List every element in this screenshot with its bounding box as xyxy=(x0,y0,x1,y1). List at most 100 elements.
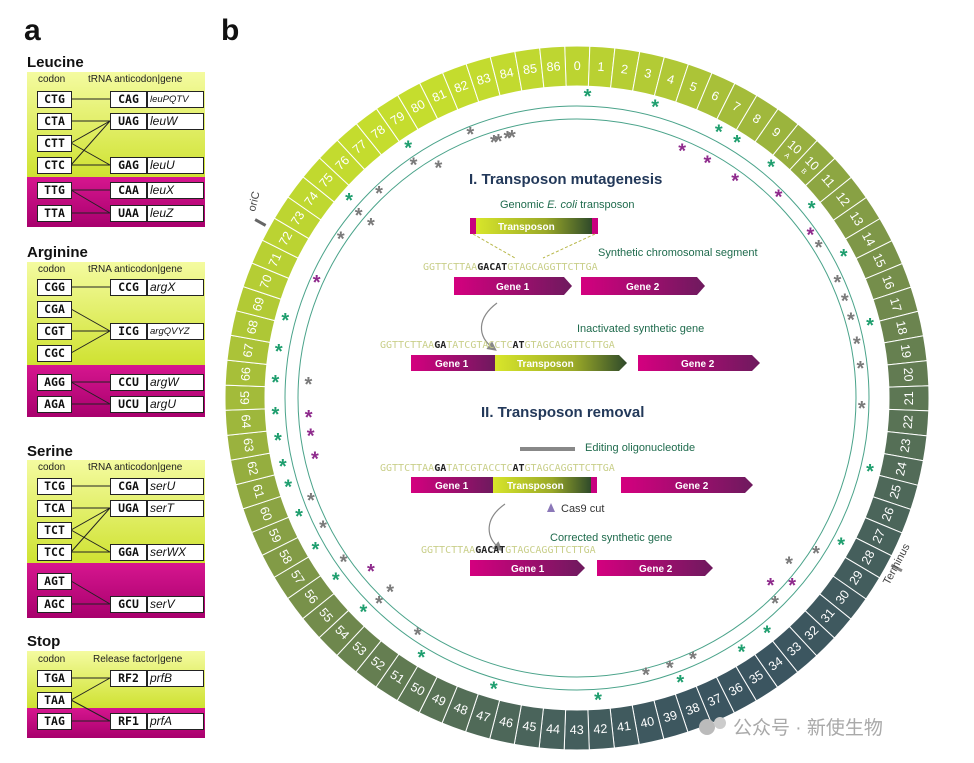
transposon-end-right xyxy=(592,218,598,234)
gene-marker-star: * xyxy=(272,372,280,394)
gene-marker-star: * xyxy=(311,449,319,471)
gene1-arrow xyxy=(454,277,572,295)
gene-marker-star: * xyxy=(312,539,320,561)
gene-box: argU xyxy=(147,396,204,413)
ring-segment-label: 72 xyxy=(276,229,295,248)
gene-marker-star: * xyxy=(584,86,592,108)
gene1-label: Gene 1 xyxy=(496,282,530,293)
gene-marker-star: * xyxy=(414,624,422,646)
serine-header-codon: codon xyxy=(38,462,66,473)
ring-segment-label: 5 xyxy=(688,79,699,95)
gene-marker-star: * xyxy=(642,665,650,687)
ring-segment-label: 65 xyxy=(238,391,252,405)
terminus-tick xyxy=(890,563,903,573)
gene-marker-star: * xyxy=(807,225,815,247)
ring-segment-label: 3 xyxy=(643,66,653,81)
inner-track-circle xyxy=(297,118,857,678)
gene-marker-star: * xyxy=(738,641,746,663)
ring-segment-label: 1 xyxy=(597,60,605,74)
ring-segment-label: 81 xyxy=(430,87,449,106)
anticodon-box: UCU xyxy=(110,396,147,413)
gene-markers: ****************************************… xyxy=(272,86,875,711)
ring-segment-label: 52 xyxy=(368,654,388,674)
ring-segment-label: 39 xyxy=(662,708,679,725)
ring-segment-label: 28 xyxy=(859,548,878,567)
gene-marker-star: * xyxy=(313,272,321,294)
gene-marker-star: * xyxy=(332,570,340,592)
gene-marker-star: * xyxy=(508,127,516,149)
codon-box: AGC xyxy=(37,596,72,613)
gene-box: leuX xyxy=(147,182,204,199)
gene2-label: Gene 2 xyxy=(675,481,709,492)
gene-marker-star: * xyxy=(386,582,394,604)
gene-box: prfA xyxy=(147,713,204,730)
gene-marker-star: * xyxy=(837,534,845,556)
ring-segment-label: 44 xyxy=(546,722,561,737)
gene-marker-star: * xyxy=(275,341,283,363)
ring-segment-label: 19 xyxy=(898,343,914,359)
anticodon-box: UAA xyxy=(110,205,147,222)
ring-segment-label: 84 xyxy=(498,65,515,82)
ring-segment-label: 48 xyxy=(452,700,470,718)
codon-box: TTA xyxy=(37,205,72,222)
gene-marker-star: * xyxy=(367,561,375,583)
gene1-fragment xyxy=(411,355,495,371)
gene-marker-star: * xyxy=(490,678,498,700)
anticodon-box: UGA xyxy=(110,500,147,517)
ring-segments xyxy=(224,45,930,751)
ring-segment-label: 64 xyxy=(238,414,253,429)
gene-marker-star: * xyxy=(295,506,303,528)
gene-box: leuPQTV xyxy=(147,91,204,108)
ring-segment-label: 21 xyxy=(902,391,916,405)
ring-segment-label: 40 xyxy=(639,714,656,731)
ring-segment-label: 12 xyxy=(833,189,853,209)
gene-marker-star: * xyxy=(375,183,383,205)
codon-box: TCT xyxy=(37,522,72,539)
ring-segment-label: 2 xyxy=(620,62,629,77)
gene-box: prfB xyxy=(147,670,204,687)
ring-segment-label: 30 xyxy=(833,587,853,607)
gene1-label: Gene 1 xyxy=(435,359,469,370)
editing-oligonucleotide-bar xyxy=(520,447,575,451)
gene-marker-star: * xyxy=(853,334,861,356)
ring-segment-label: 25 xyxy=(887,483,904,500)
codon-box: CTT xyxy=(37,135,72,152)
watermark: 公众号 · 新使生物 xyxy=(699,717,883,739)
ring-segment-label: 38 xyxy=(684,700,702,718)
ring-segment-label: 66 xyxy=(238,367,253,382)
gene-marker-star: * xyxy=(840,246,848,268)
ring-segment-label: 78 xyxy=(368,122,388,142)
ring-segment-label: 61 xyxy=(250,483,267,500)
ring-segment-label: 70 xyxy=(257,273,275,291)
codon-box: AGT xyxy=(37,573,72,590)
gene-marker-star: * xyxy=(404,138,412,160)
gene2-arrow xyxy=(621,477,753,493)
gene-marker-star: * xyxy=(704,153,712,175)
ring-segment-label: 23 xyxy=(898,438,914,454)
gene-marker-star: * xyxy=(494,131,502,153)
ring-segment-sublabel: A xyxy=(783,152,791,161)
anticodon-box: CCU xyxy=(110,374,147,391)
gene-box: serV xyxy=(147,596,204,613)
codon-box: CTC xyxy=(37,157,72,174)
transposon-bar xyxy=(476,218,592,234)
anticodon-box: GCU xyxy=(110,596,147,613)
release-factor-box: RF1 xyxy=(110,713,147,730)
transposon-label: Transposon xyxy=(498,222,555,233)
gene-marker-star: * xyxy=(676,672,684,694)
anticodon-box: GAG xyxy=(110,157,147,174)
gene-box: argQVYZ xyxy=(147,323,204,340)
genomic-transposon-label: Genomic E. coli transposon xyxy=(500,199,635,211)
ring-segment-label: 83 xyxy=(475,71,492,88)
inactivated-label: Inactivated synthetic gene xyxy=(577,323,704,335)
ring-segment-label: 80 xyxy=(409,97,428,116)
gene-box: leuZ xyxy=(147,205,204,222)
gene-marker-star: * xyxy=(355,205,363,227)
gene-marker-star: * xyxy=(812,543,820,565)
ring-segment-label: 4 xyxy=(665,72,676,87)
ring-segment-label: 16 xyxy=(879,273,897,291)
ring-segment-label: 34 xyxy=(766,654,786,674)
sequence-2: GGTTCTTAAGATATCGTACCTCATGTAGCAGGTTCTTGA xyxy=(380,340,615,351)
